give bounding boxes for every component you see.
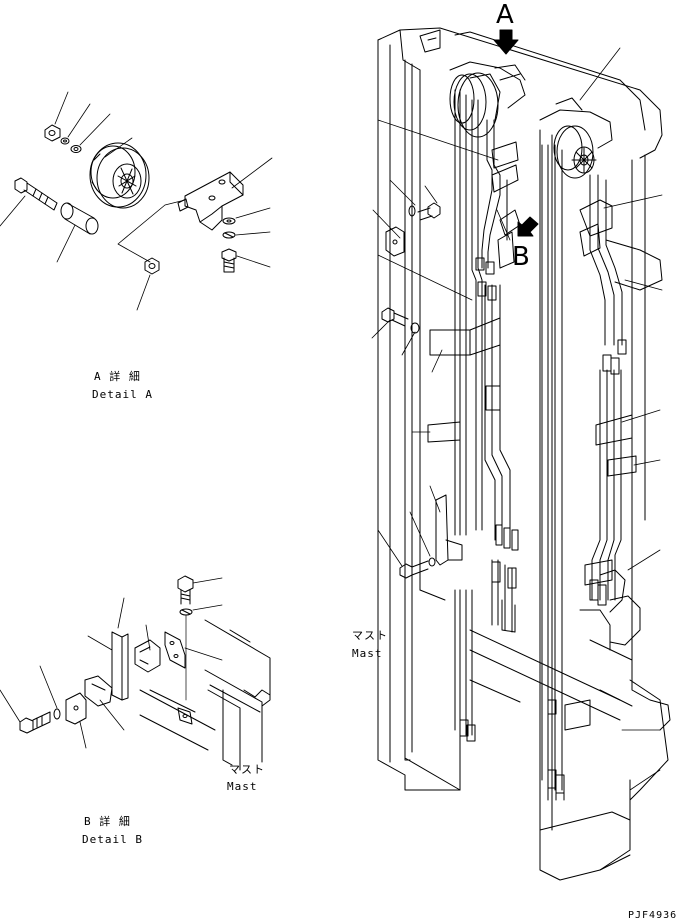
- detail-b-cushion-lower: [85, 676, 112, 706]
- hoses-left: [428, 90, 520, 565]
- detail-b-mast-en: Mast: [227, 780, 258, 793]
- detail-b-small-clip: [178, 708, 192, 724]
- mast-bolt-lower: [400, 558, 435, 578]
- detail-b-title-en: Detail B: [82, 833, 143, 846]
- mast-clip-upper: [386, 227, 404, 256]
- detail-b-drawing: [0, 576, 270, 770]
- detail-a-bolt-short: [222, 249, 236, 272]
- detail-a-drawing: [0, 92, 272, 310]
- main-mast-en: Mast: [352, 647, 383, 660]
- mast-bolt-upper: [409, 203, 440, 220]
- detail-a-spacer: [61, 203, 98, 234]
- mast-outer-frame: [378, 28, 662, 790]
- figure-code: PJF4936: [628, 910, 678, 921]
- detail-b-bolt-top: [178, 576, 193, 615]
- detail-a-nut-bottom: [145, 258, 159, 274]
- hoses-lower-left: [455, 560, 516, 741]
- detail-a-sheave: [90, 143, 149, 208]
- main-mast-jp: マスト: [352, 629, 388, 642]
- detail-b-cushion-upper: [135, 640, 160, 672]
- detail-a-nut-top: [45, 125, 60, 141]
- detail-b-mast-jp: マスト: [229, 763, 265, 776]
- detail-b-lower-bracket: [66, 693, 86, 724]
- hoses-right: [542, 145, 662, 800]
- detail-a-title-jp: A 詳 細: [94, 370, 141, 383]
- detail-a-washers: [61, 138, 81, 153]
- detail-a-title-en: Detail A: [92, 388, 153, 401]
- detail-a-leaders: [0, 92, 272, 310]
- mast-assembly: [372, 28, 670, 880]
- mast-right-pulley: [540, 98, 612, 178]
- view-b-arrow: [518, 217, 538, 236]
- detail-b-leaders: [0, 578, 222, 748]
- detail-a-washers-right: [223, 218, 235, 238]
- detail-b-clamp-plate: [165, 632, 185, 668]
- detail-b-bolt-lower: [20, 709, 60, 733]
- mast-inner-frame: [470, 130, 670, 880]
- detail-b-mast-outline: [140, 620, 270, 770]
- view-b-letter: B: [512, 242, 530, 272]
- view-a-letter: A: [496, 0, 514, 30]
- detail-b-tall-plate: [112, 632, 128, 700]
- detail-b-title-jp: B 詳 細: [84, 815, 131, 828]
- view-a-arrow: [494, 30, 518, 54]
- detail-a-bolt-long: [15, 178, 57, 210]
- detail-a-bracket: [178, 172, 243, 230]
- mast-bolt-middle: [382, 308, 419, 333]
- mast-leaders: [372, 48, 662, 790]
